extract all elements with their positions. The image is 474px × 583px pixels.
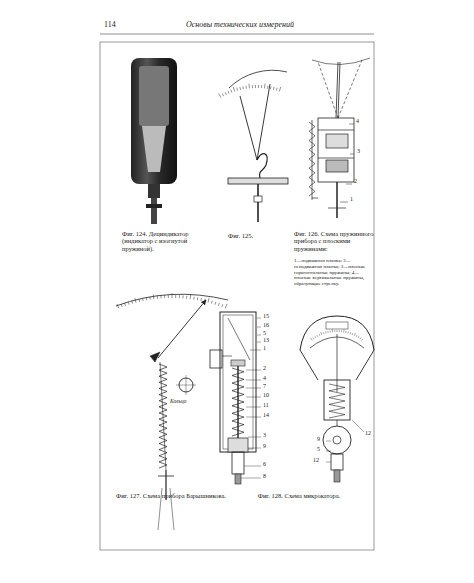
figure-caption: Фиг. 127. Схема прибора Барышникова. — [112, 492, 230, 499]
callout-number: 2 — [354, 178, 364, 185]
figure-frame — [100, 42, 374, 550]
figure-caption: Фиг. 128. Схема микрокатора. — [234, 492, 364, 499]
callout-number: 1 — [350, 196, 360, 203]
callout-number: 4 — [263, 375, 277, 382]
figure-caption: Фиг. 126. Схема пружинного прибора с пло… — [294, 230, 374, 252]
figure-caption: Фиг. 125. — [228, 232, 278, 239]
callout-number: 9 — [317, 436, 327, 443]
callout-number: 3 — [263, 432, 277, 439]
fig126-flat-spring-instrument — [309, 58, 370, 218]
callout-number: 16 — [263, 322, 277, 329]
fig125-instrument — [219, 70, 288, 222]
header-rule — [100, 34, 374, 35]
callout-number: 1 — [263, 345, 277, 352]
callout-number: 9 — [263, 443, 277, 450]
callout-number: 14 — [263, 412, 277, 419]
callout-number: 5 — [317, 446, 327, 453]
figure-caption: Фиг. 124. Дециндикатор (индикатор с изог… — [122, 230, 192, 252]
callout-number: 4 — [356, 118, 366, 125]
decindicator-photo — [131, 58, 177, 224]
callout-number: 10 — [263, 392, 277, 399]
callout-number: 7 — [263, 383, 277, 390]
callout-number: 3 — [357, 148, 367, 155]
callout-number: 12 — [365, 430, 379, 437]
running-head: Основы технических измерений — [160, 20, 320, 29]
fig128-microcator-view — [300, 316, 374, 482]
callout-number: 13 — [263, 337, 277, 344]
fig128-microcator-section — [210, 312, 261, 484]
callout-number: 15 — [263, 313, 277, 320]
part-name: Кольцо — [170, 398, 210, 404]
caption-legend-note: 1—подвижная планка; 2—неподвижная планка… — [294, 258, 374, 287]
callout-number: 6 — [263, 461, 277, 468]
callout-number: 5 — [263, 330, 277, 337]
callout-number: 2 — [263, 365, 277, 372]
callout-number: 12 — [313, 457, 327, 464]
callout-number: 11 — [263, 402, 277, 409]
page-number: 114 — [104, 20, 134, 29]
callout-number: 8 — [263, 473, 277, 480]
